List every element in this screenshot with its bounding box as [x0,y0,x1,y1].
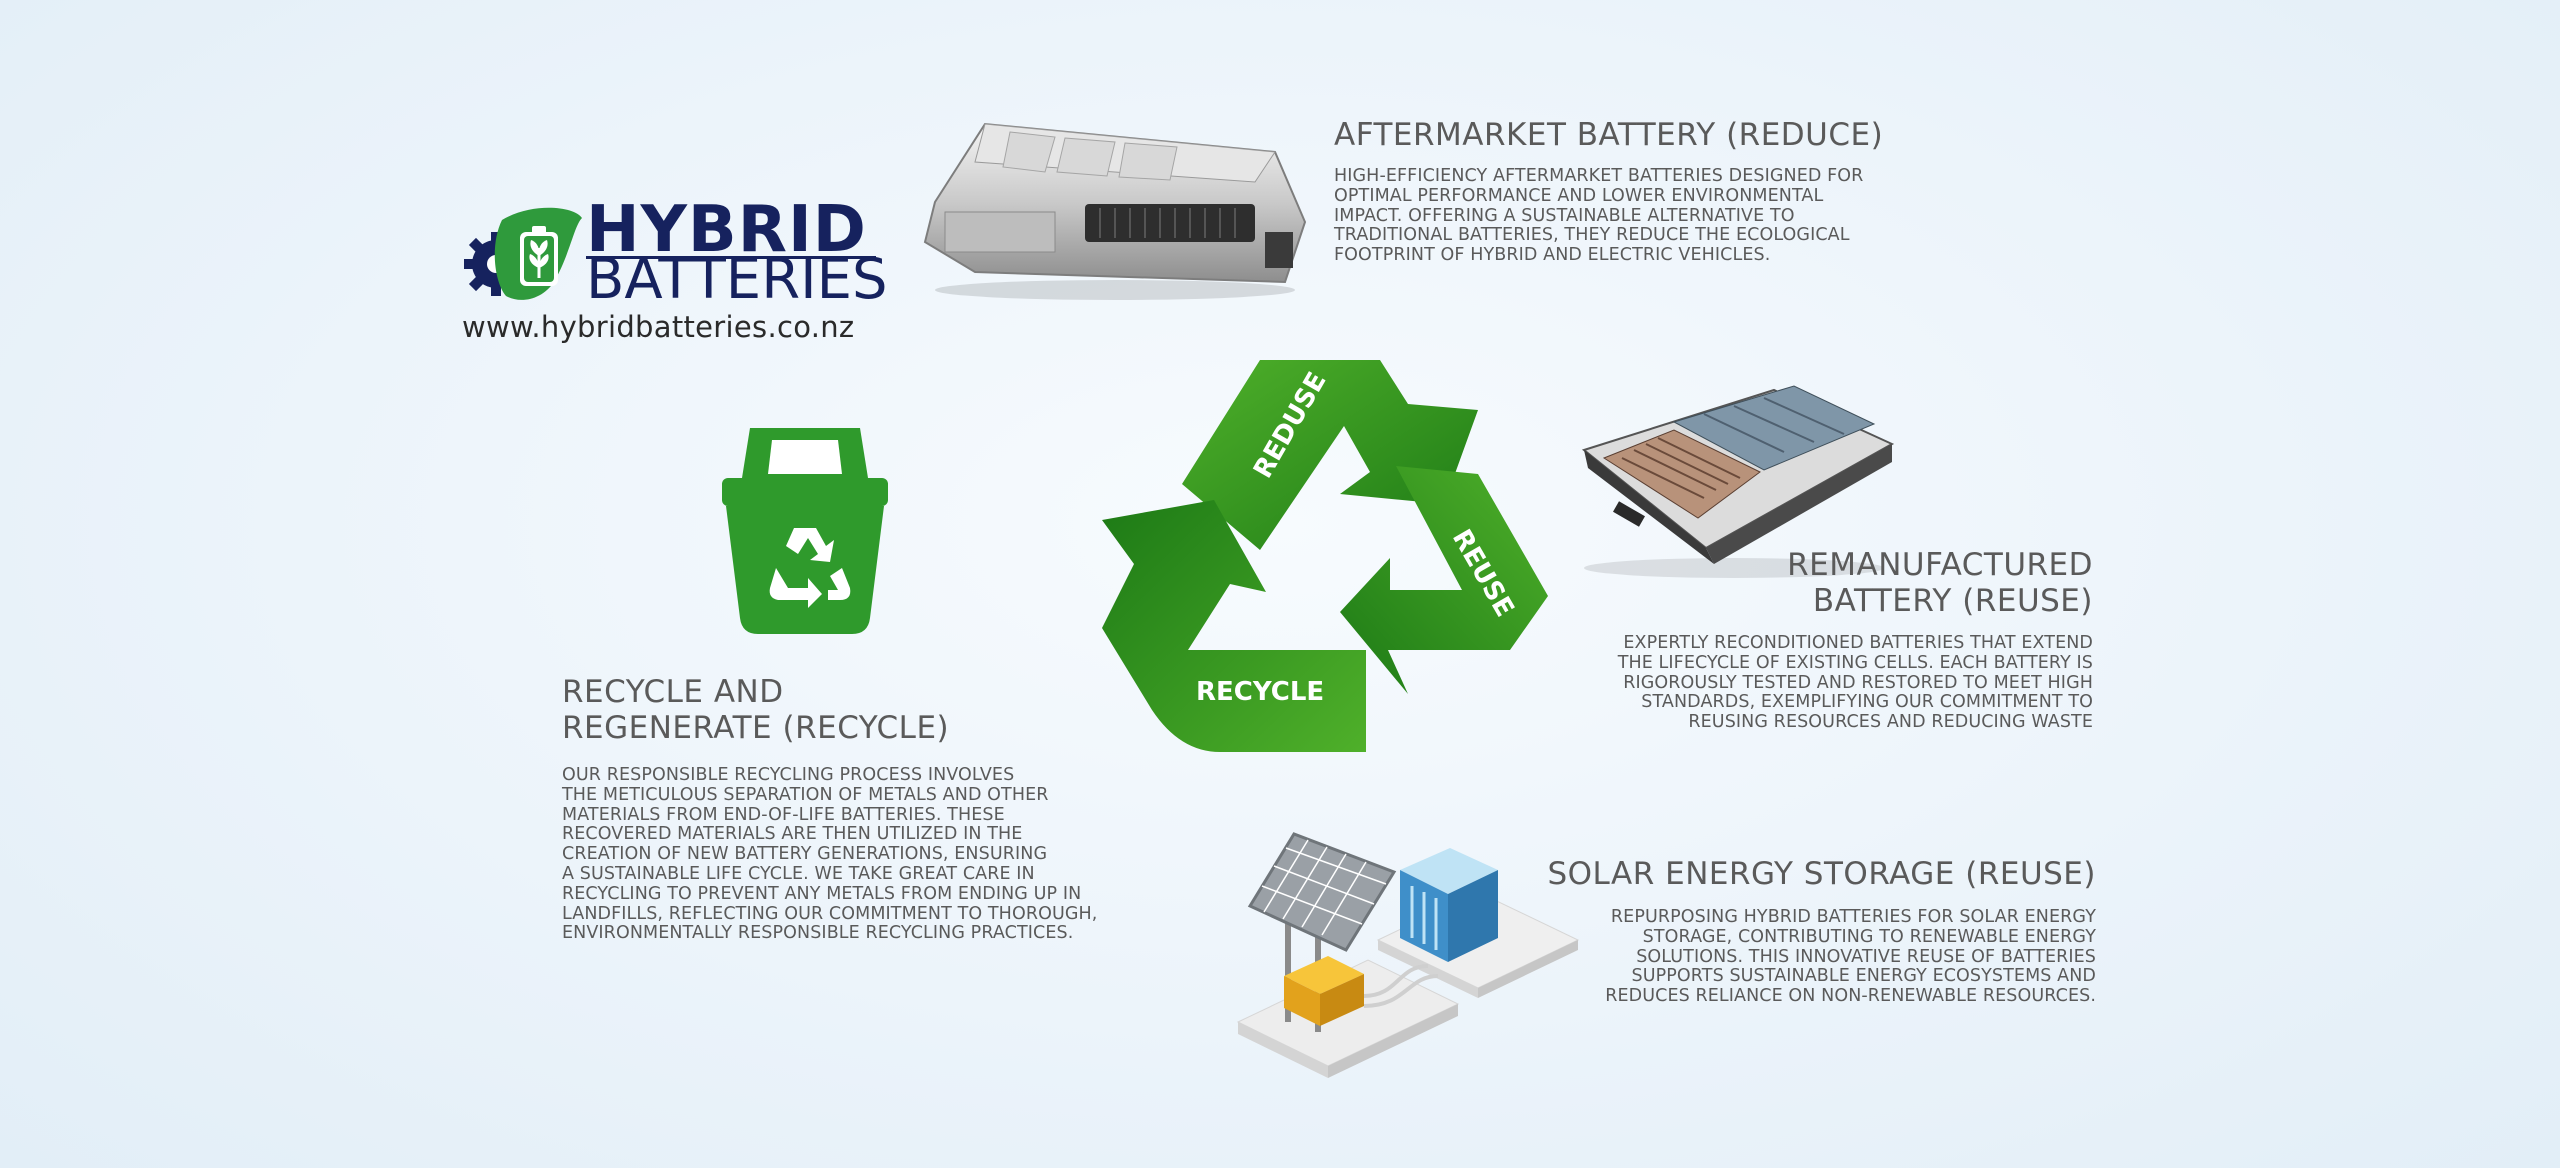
remanufactured-title: REMANUFACTURED BATTERY (REUSE) [1787,547,2093,619]
hybrid-battery-pack-image [923,122,1307,300]
recycling-cycle-symbol: REDUSE REUSE RECYCLE [1102,360,1548,752]
aftermarket-title: AFTERMARKET BATTERY (REDUCE) [1334,117,1884,153]
solar-description: REPURPOSING HYBRID BATTERIES FOR SOLAR E… [1605,907,2096,1007]
solar-panel-storage-illustration [1236,832,1580,1078]
brand-url-link[interactable]: www.hybridbatteries.co.nz [462,310,855,344]
recycle-label: RECYCLE [1196,677,1324,707]
gear-leaf-emblem-icon [464,207,582,300]
recycle-bin-icon [722,428,888,634]
recycle-arrow [1102,500,1366,752]
brand-name-hybrid: HYBRID [586,193,867,267]
solar-title: SOLAR ENERGY STORAGE (REUSE) [1547,856,2096,892]
brand-logo[interactable]: HYBRID BATTERIES www.hybridbatteries.co.… [462,193,888,348]
brand-divider [586,256,876,259]
reuse-arrow [1340,466,1548,694]
brand-name-batteries: BATTERIES [586,247,888,312]
reduce-arrow [1182,360,1478,550]
remanufactured-description: EXPERTLY RECONDITIONED BATTERIES THAT EX… [1617,633,2093,733]
recycle-title: RECYCLE AND REGENERATE (RECYCLE) [562,674,950,746]
open-battery-pack-image [1581,385,1894,578]
aftermarket-description: HIGH-EFFICIENCY AFTERMARKET BATTERIES DE… [1334,166,1864,266]
recycle-description: OUR RESPONSIBLE RECYCLING PROCESS INVOLV… [562,765,1098,944]
